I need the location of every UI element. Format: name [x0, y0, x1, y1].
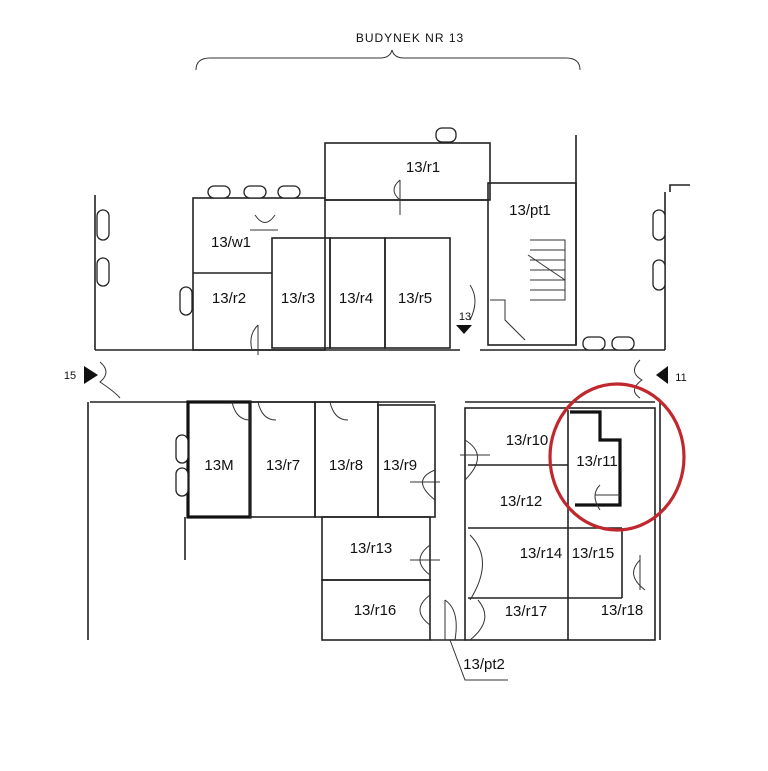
room-13-r3: 13/r3: [281, 290, 315, 307]
highlight-circle: [548, 382, 686, 532]
room-13-r14: 13/r14: [520, 545, 563, 562]
room-13-w1: 13/w1: [211, 234, 251, 251]
room-13-r18: 13/r18: [601, 602, 644, 619]
room-13-r9: 13/r9: [383, 457, 417, 474]
entrance-15: 15: [64, 361, 121, 399]
room-labels: 13/r1 13/pt1 13/w1 13/r2 13/r3 13/r4 13/…: [204, 159, 643, 673]
svg-text:15: 15: [64, 370, 76, 382]
room-13-r5: 13/r5: [398, 290, 432, 307]
svg-text:13: 13: [459, 311, 471, 323]
radiators-top: [96, 127, 690, 351]
room-13-r4: 13/r4: [339, 290, 373, 307]
building-brace: [195, 49, 581, 71]
room-13-r2: 13/r2: [212, 290, 246, 307]
room-13-r16: 13/r16: [354, 602, 397, 619]
room-13-pt2: 13/pt2: [463, 656, 505, 673]
svg-text:11: 11: [675, 372, 686, 384]
room-13-r7: 13/r7: [266, 457, 300, 474]
room-13-r13: 13/r13: [350, 540, 393, 557]
room-13-r15: 13/r15: [572, 545, 615, 562]
room-13-r17: 13/r17: [505, 603, 548, 620]
room-13-r12: 13/r12: [500, 493, 543, 510]
room-13-r10: 13/r10: [506, 432, 549, 449]
room-13-r1: 13/r1: [406, 159, 440, 176]
room-13-r8: 13/r8: [329, 457, 363, 474]
room-13-r11: 13/r11: [576, 453, 617, 470]
room-13m: 13M: [204, 457, 233, 474]
room-13-pt1: 13/pt1: [509, 202, 551, 219]
building-title: BUDYNEK NR 13: [356, 31, 464, 45]
entrance-13: 13: [456, 311, 472, 334]
entrance-11: 11: [634, 359, 687, 399]
upper-walls: [94, 135, 666, 355]
